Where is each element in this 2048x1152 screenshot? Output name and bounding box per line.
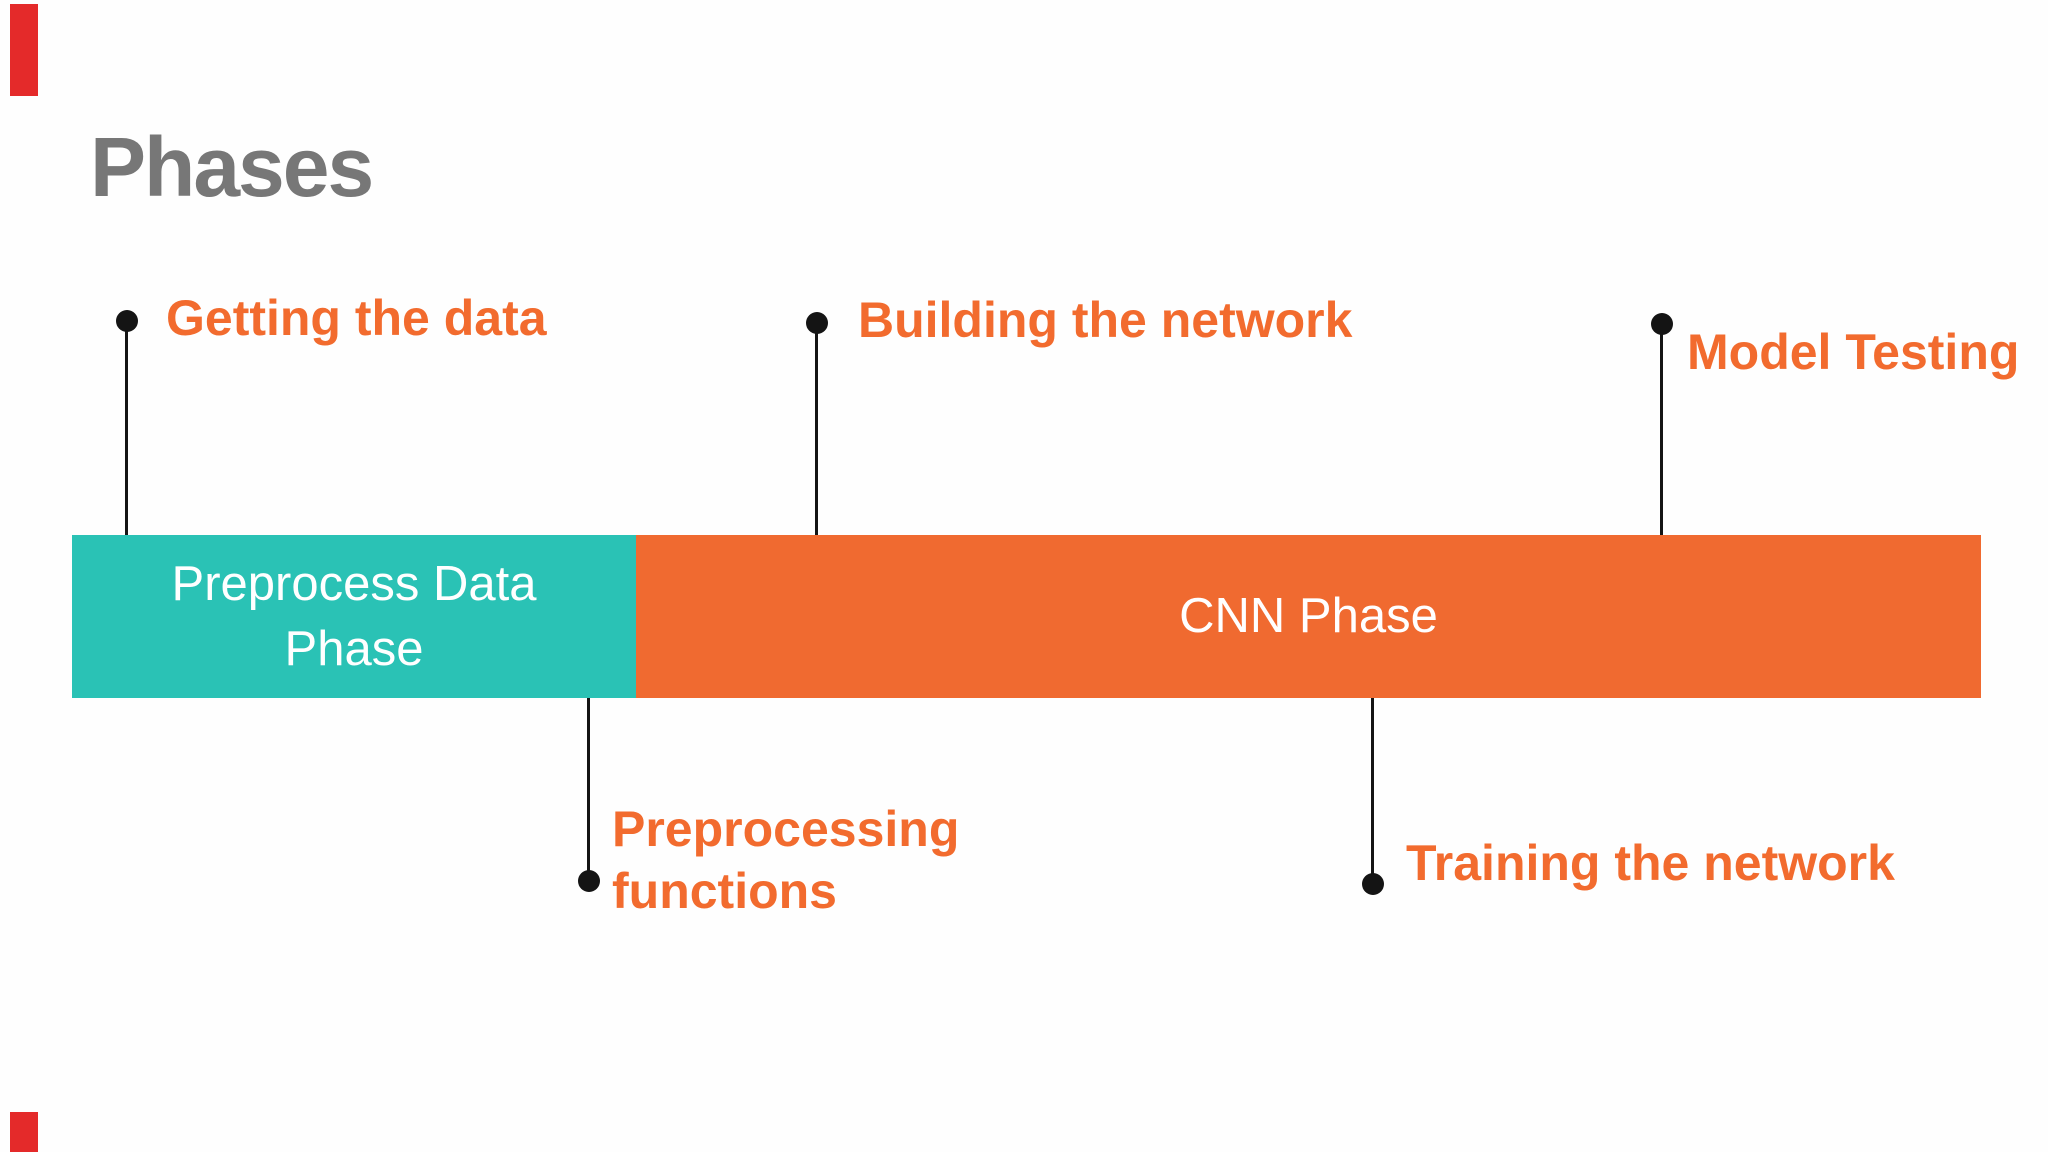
connector-line-getting-the-data xyxy=(125,321,128,535)
connector-dot-getting-the-data xyxy=(116,310,138,332)
callout-training-the-network: Training the network xyxy=(1406,835,1895,891)
connector-line-building-the-network xyxy=(815,323,818,535)
connector-line-preprocessing-functions xyxy=(587,698,590,881)
callout-model-testing: Model Testing xyxy=(1687,324,2020,380)
segment-label-cnn: CNN Phase xyxy=(1179,589,1438,644)
connector-dot-training-the-network xyxy=(1362,873,1384,895)
connector-dot-preprocessing-functions xyxy=(578,870,600,892)
red-accent-bar-top-left xyxy=(10,4,38,96)
phase-timeline-bar: Preprocess Data Phase CNN Phase xyxy=(72,535,1981,698)
segment-label-preprocess: Preprocess Data Phase xyxy=(171,556,537,676)
segment-preprocess-data-phase: Preprocess Data Phase xyxy=(72,535,636,698)
callout-building-the-network: Building the network xyxy=(858,292,1353,348)
connector-dot-model-testing xyxy=(1651,313,1673,335)
connector-dot-building-the-network xyxy=(806,312,828,334)
connector-line-model-testing xyxy=(1660,324,1663,535)
page-title: Phases xyxy=(90,120,374,214)
connector-line-training-the-network xyxy=(1371,698,1374,884)
callout-preprocessing-functions: Preprocessing functions xyxy=(612,801,960,919)
callout-getting-the-data: Getting the data xyxy=(166,290,547,346)
red-accent-bar-bottom-left xyxy=(10,1112,38,1152)
segment-cnn-phase: CNN Phase xyxy=(636,535,1981,698)
